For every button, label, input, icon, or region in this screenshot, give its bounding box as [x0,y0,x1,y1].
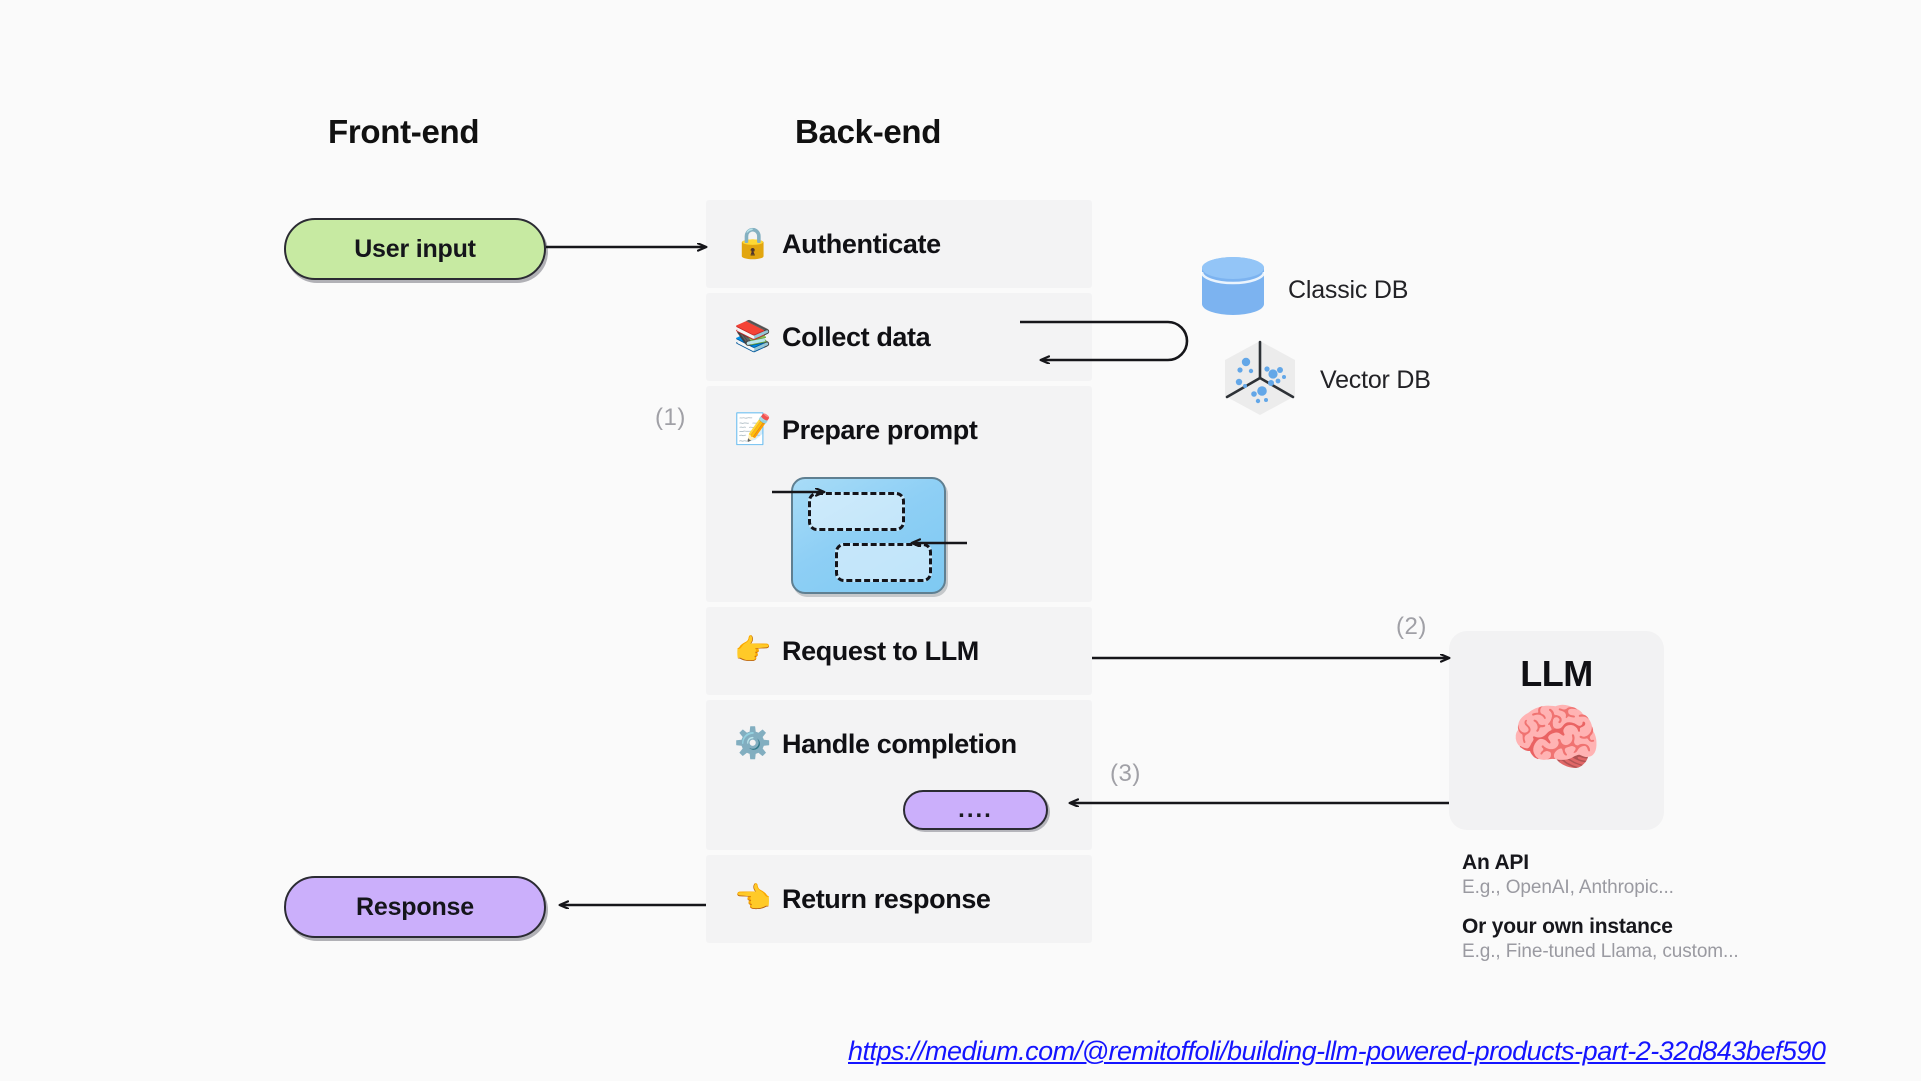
classic-db-group: Classic DB [1196,254,1408,327]
books-icon: 📚 [734,320,772,353]
user-input-pill[interactable]: User input [284,218,546,280]
lock-icon: 🔒 [734,227,772,260]
llm-note-sub-api: E.g., OpenAI, Anthropic... [1462,877,1674,898]
step-marker-1: (1) [655,404,686,431]
gear-icon: ⚙️ [734,727,772,760]
frontend-column-heading: Front-end [328,113,480,150]
llm-notes: An API E.g., OpenAI, Anthropic... Or you… [1462,851,1792,963]
prompt-slot-query [835,543,932,582]
row-header: 👈 Return response [706,855,1092,943]
row-header: 👉 Request to LLM [706,607,1092,695]
backend-row-request-to-llm[interactable]: 👉 Request to LLM [706,607,1092,695]
backend-row-label: Handle completion [782,728,1017,759]
llm-card-title: LLM [1520,653,1593,694]
backend-row-return-response[interactable]: 👈 Return response [706,855,1092,943]
source-url-link[interactable]: https://medium.com/@remitoffoli/building… [848,1036,1826,1066]
backend-row-prepare-prompt[interactable]: 📝 Prepare prompt [706,386,1092,602]
backend-stack: 🔒 Authenticate 📚 Collect data 📝 Prepare … [706,200,1092,948]
llm-card[interactable]: LLM 🧠 [1449,631,1664,830]
brain-icon: 🧠 [1510,696,1603,779]
cube-vector-icon [1218,336,1302,425]
llm-note-sub-own-instance: E.g., Fine-tuned Llama, custom... [1462,941,1739,962]
row-header: 🔒 Authenticate [706,200,1092,288]
backend-row-label: Request to LLM [782,635,979,666]
backend-row-label: Prepare prompt [782,414,978,445]
backend-row-collect-data[interactable]: 📚 Collect data [706,293,1092,381]
point-left-icon: 👈 [734,882,772,915]
point-right-icon: 👉 [734,634,772,667]
completion-token-pill: .... [903,790,1048,830]
backend-row-label: Authenticate [782,228,941,259]
backend-row-label: Collect data [782,321,931,352]
backend-row-authenticate[interactable]: 🔒 Authenticate [706,200,1092,288]
memo-icon: 📝 [734,413,772,446]
vector-db-group: Vector DB [1218,336,1431,425]
backend-column-heading: Back-end [795,113,942,150]
classic-db-label: Classic DB [1288,276,1409,304]
row-header: 📚 Collect data [706,293,1092,381]
llm-note-title-own-instance: Or your own instance [1462,915,1673,938]
llm-note-title-api: An API [1462,851,1529,874]
prompt-composition-box [791,477,946,594]
backend-row-handle-completion[interactable]: ⚙️ Handle completion .... [706,700,1092,850]
vector-db-label: Vector DB [1320,366,1431,394]
row-header: ⚙️ Handle completion [706,700,1092,788]
step-marker-2: (2) [1396,613,1427,640]
backend-row-label: Return response [782,883,991,914]
cylinder-database-icon [1196,254,1270,327]
row-header: 📝 Prepare prompt [706,386,1092,474]
response-pill[interactable]: Response [284,876,546,938]
step-marker-3: (3) [1110,760,1141,787]
prompt-slot-context [808,492,905,531]
